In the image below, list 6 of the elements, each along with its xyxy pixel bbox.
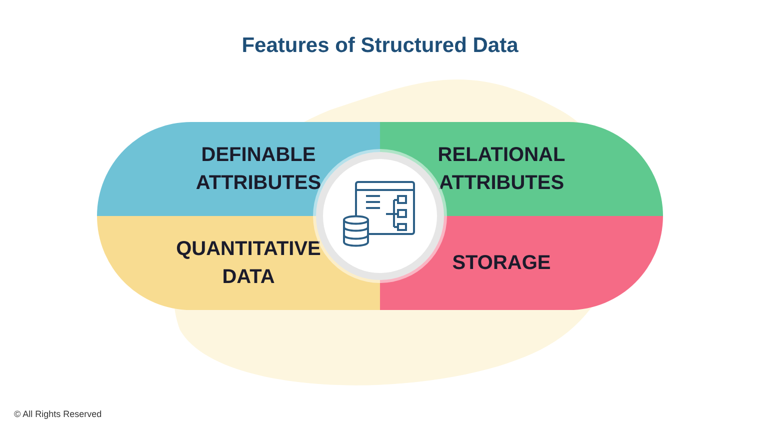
- title: Features of Structured Data: [240, 33, 520, 59]
- feature-label: RELATIONAL ATTRIBUTES: [436, 143, 566, 196]
- feature-label: QUANTITATIVE DATA: [175, 237, 322, 290]
- copyright-note: © All Rights Reserved: [14, 408, 102, 421]
- feature-label: STORAGE: [451, 251, 552, 276]
- feature-label: DEFINABLE ATTRIBUTES: [194, 143, 322, 196]
